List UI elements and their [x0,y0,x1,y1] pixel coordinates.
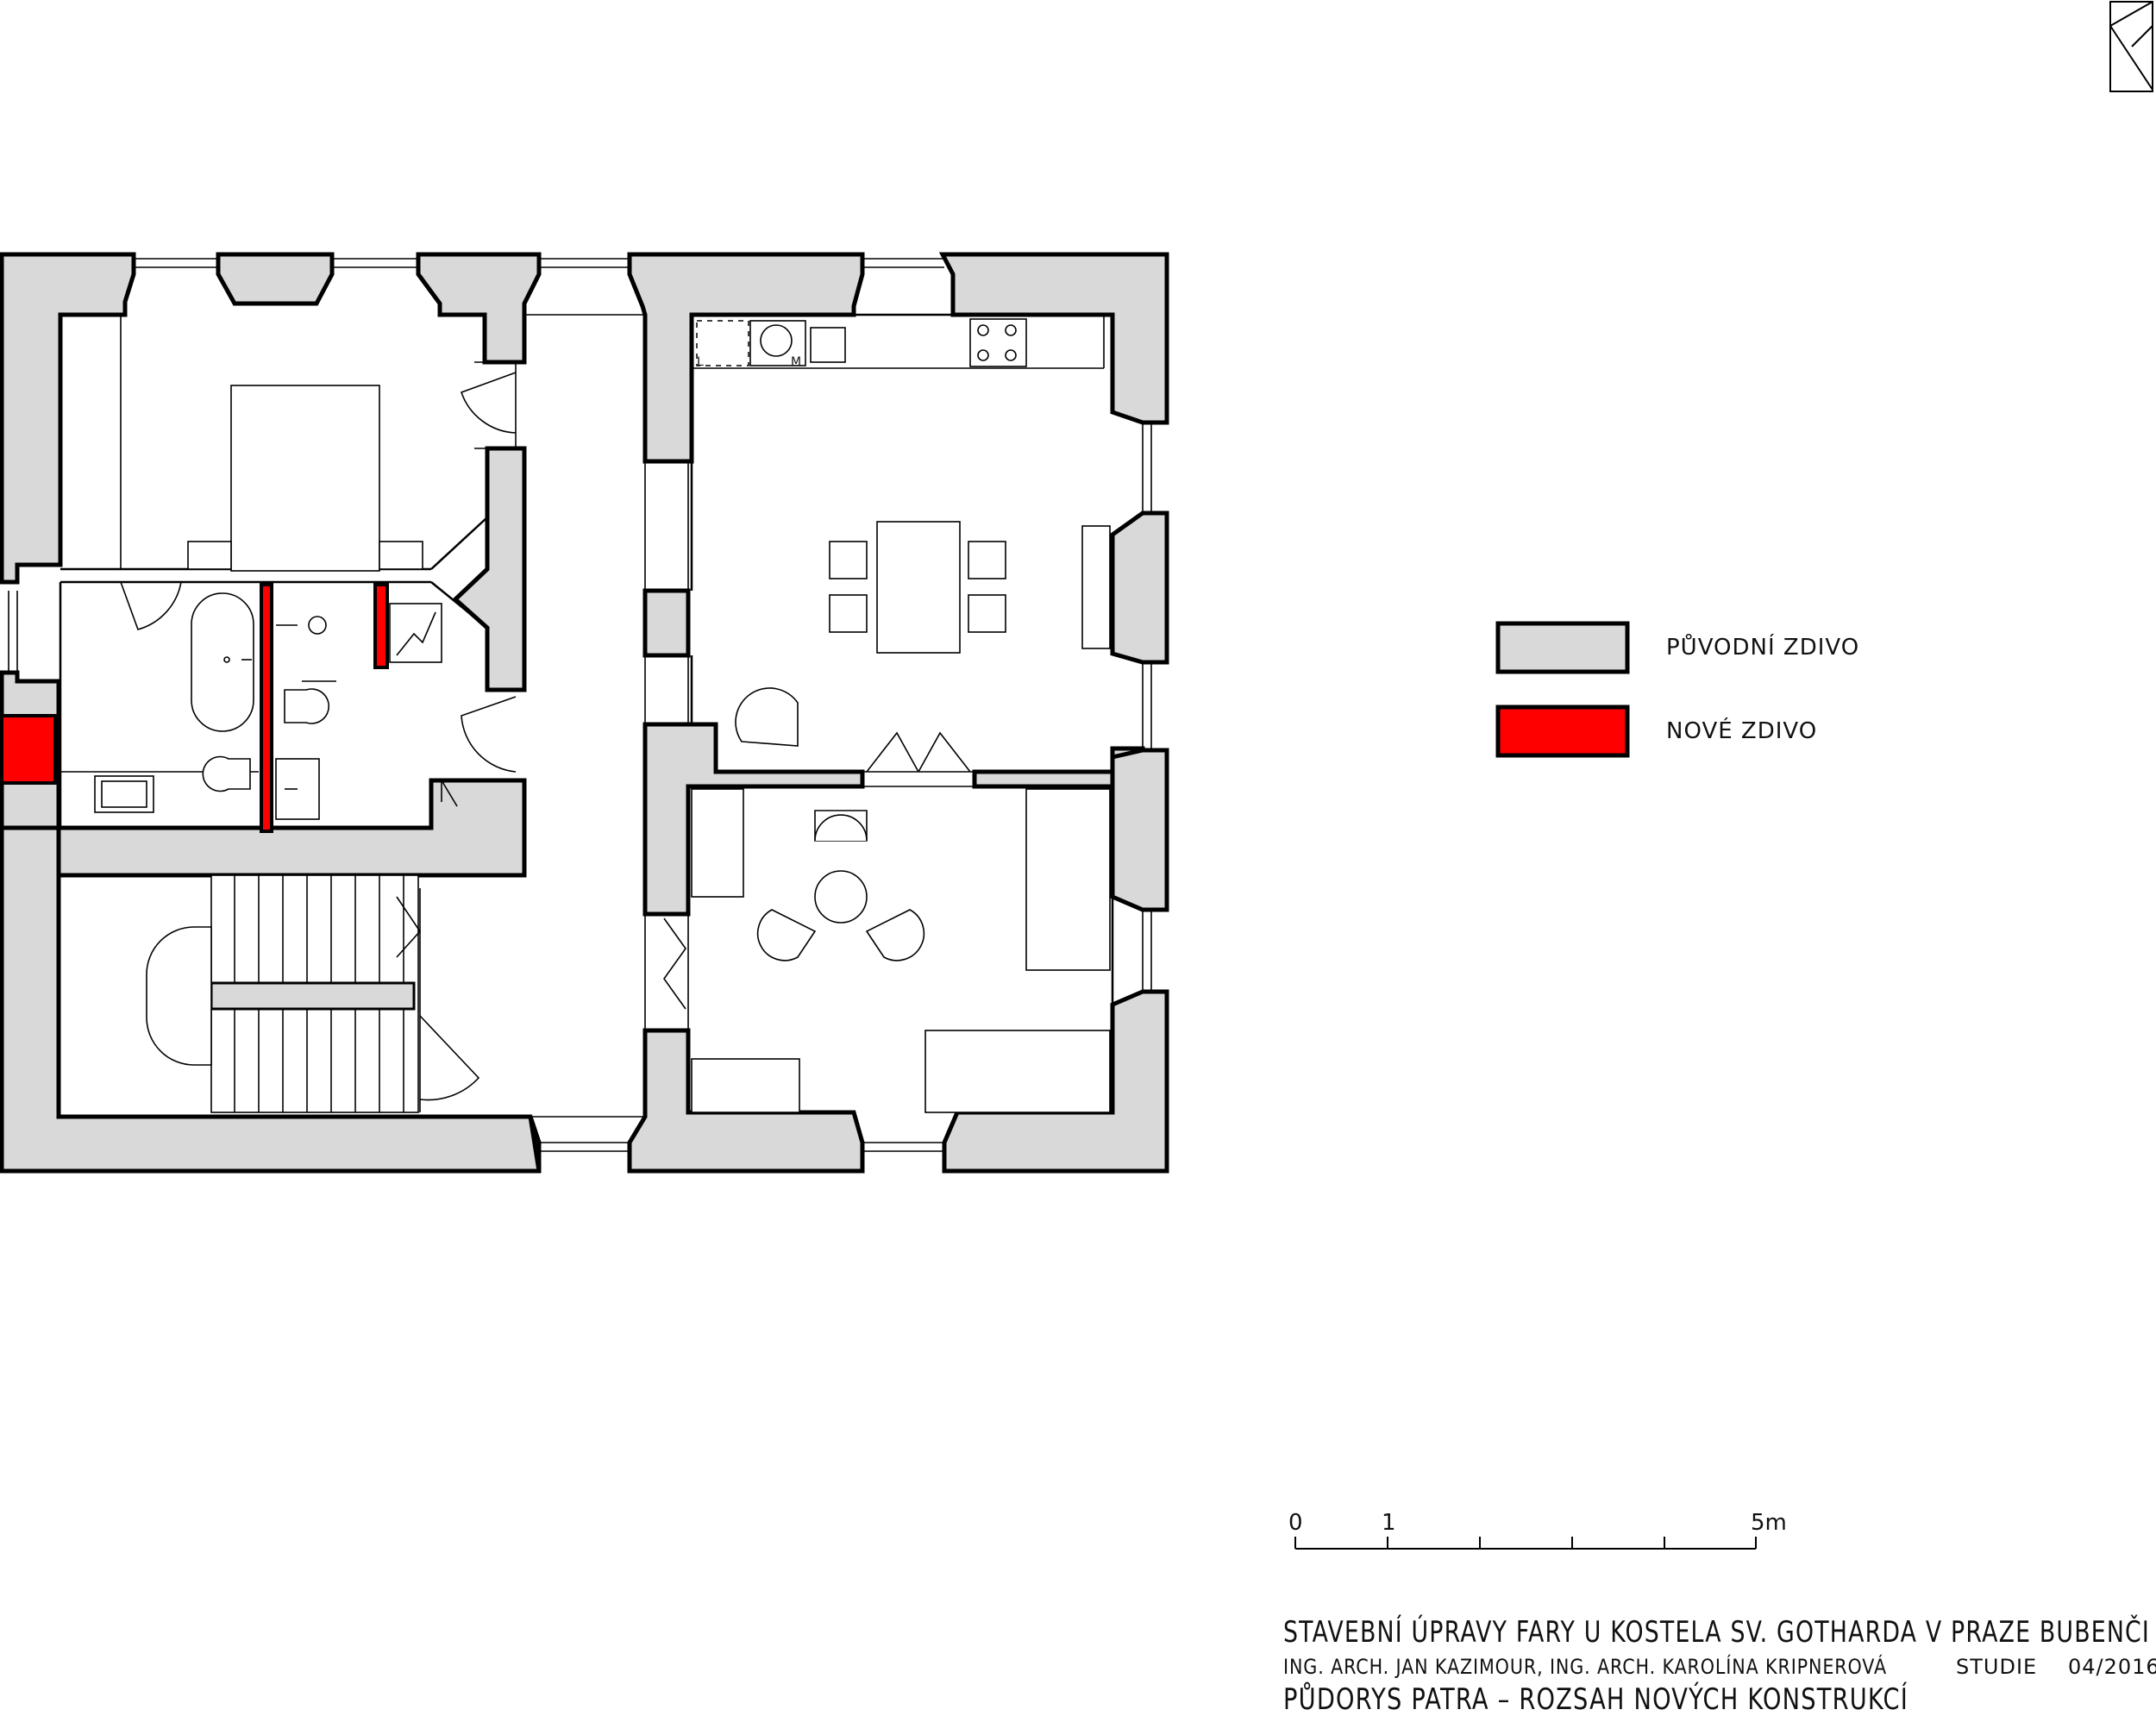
scale-bar: 0 1 5m [1288,1510,1787,1550]
scale-label-five: 5m [1751,1510,1787,1536]
scale-label-one: 1 [1382,1510,1396,1536]
drawing-title: PŮDORYS PATRA – ROZSAH NOVÝCH KONSTRUKCÍ [1283,1682,1908,1716]
legend-label-original: PŮVODNÍ ZDIVO [1666,633,1859,661]
svg-text:L: L [697,355,704,369]
partitions [57,313,1114,1118]
legend-label-new: NOVÉ ZDIVO [1666,717,1817,744]
kitchen-dining: L M [692,315,1111,787]
scale-label-zero: 0 [1288,1510,1303,1536]
project-title: STAVEBNÍ ÚPRAVY FARY U KOSTELA SV. GOTHA… [1283,1614,2150,1650]
new-walls [0,583,389,833]
authors: ING. ARCH. JAN KAZIMOUR, ING. ARCH. KARO… [1283,1654,1887,1679]
legend-swatch-original [1495,621,1630,674]
floor-plan: L M [0,252,1169,1174]
title-block: STAVEBNÍ ÚPRAVY FARY U KOSTELA SV. GOTHA… [1283,1614,2156,1716]
logo-mark-icon [2109,1,2153,92]
legend-swatch-new [1495,705,1630,758]
svg-text:M: M [791,355,801,369]
bathroom [60,581,517,820]
stage-label: STUDIE [1956,1655,2037,1679]
living-room [663,788,1111,1113]
date-label: 04/2016 [2068,1655,2156,1679]
legend: PŮVODNÍ ZDIVO NOVÉ ZDIVO [1495,621,1859,758]
stair-hall [146,874,480,1113]
bedroom [187,362,517,572]
